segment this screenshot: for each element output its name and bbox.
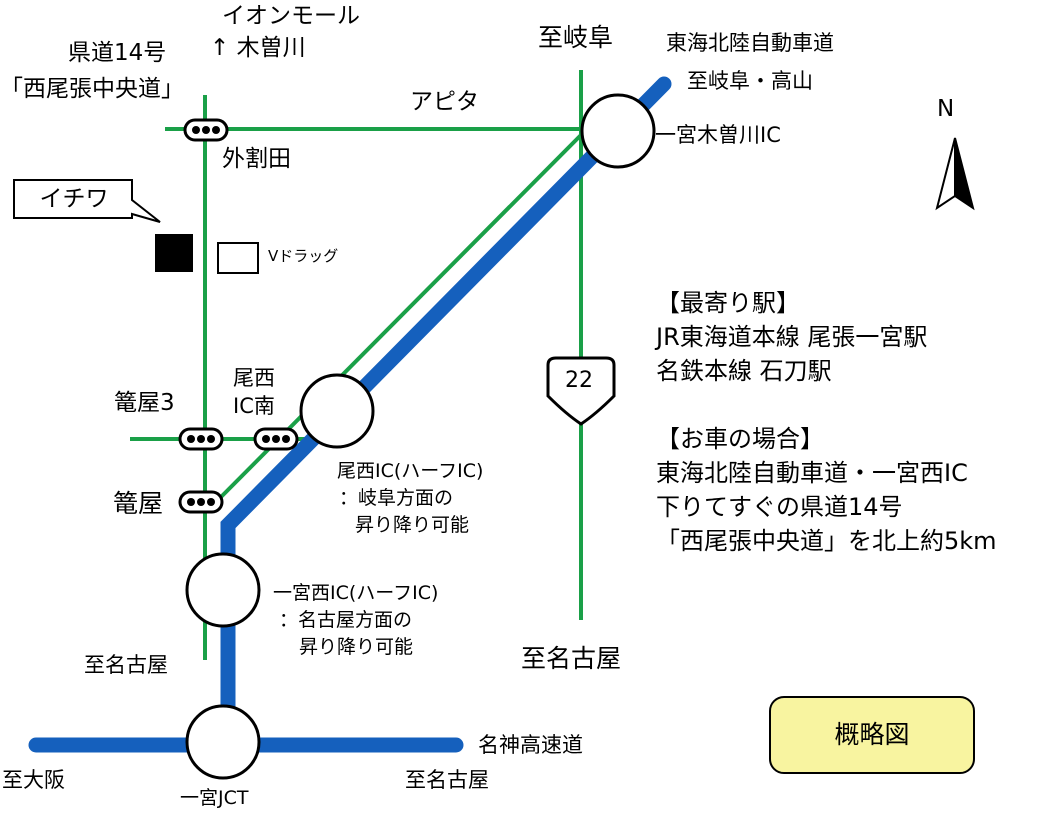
to-nagoya-left-label: 至名古屋 <box>84 653 168 677</box>
compass-label: N <box>937 96 955 122</box>
signal-kagoya <box>178 490 224 514</box>
v-drug-label: Vドラッグ <box>268 247 339 265</box>
aeon-kisogawa-label: ↑ 木曽川 <box>210 35 306 61</box>
to-gifu-label: 至岐阜 <box>538 23 614 52</box>
ichiwa-callout <box>13 179 161 223</box>
kagoya-label: 篭屋 <box>113 489 164 518</box>
route14-name-label: 「西尾張中央道」 <box>0 76 184 102</box>
car-line-2: 下りてすぐの県道14号 <box>656 493 903 521</box>
ichinomiya-nishi-note-line1: 一宮西IC(ハーフIC) <box>273 582 439 604</box>
to-osaka-label: 至大阪 <box>2 768 65 792</box>
route22-number: 22 <box>565 368 593 393</box>
v-drug-shop-marker <box>217 242 259 274</box>
ichinomiya-jct-label: 一宮JCT <box>180 787 249 809</box>
station-line-2: 名鉄本線 石刀駅 <box>656 357 832 385</box>
ichinomiya-nishi-ic-marker <box>185 552 261 628</box>
bisai-ic-note-line3: 昇り降り可能 <box>355 514 470 536</box>
kagoya3-label: 篭屋3 <box>114 390 175 416</box>
to-gifu-takayama-label: 至岐阜・高山 <box>687 69 813 93</box>
to-nagoya-right-label: 至名古屋 <box>521 644 622 673</box>
interchanges <box>185 93 656 780</box>
tokai-hokuriku-expressway <box>220 76 672 753</box>
info-spacer <box>656 388 997 422</box>
map-title: 概略図 <box>834 720 910 749</box>
route14-label: 県道14号 <box>68 40 167 66</box>
signal-bisai-ic-south <box>253 427 299 451</box>
ichiwa-shop-marker <box>155 234 193 272</box>
bisai-ic-note: 尾西IC(ハーフIC) ：岐阜方面の 昇り降り可能 <box>337 458 483 539</box>
ichinomiya-nishi-note-line2: ：名古屋方面の <box>279 609 413 631</box>
car-line-3: 「西尾張中央道」を北上約5km <box>656 527 997 555</box>
aeon-mall-label: イオンモール <box>222 3 360 29</box>
access-info: 【最寄り駅】 JR東海道本線 尾張一宮駅 名鉄本線 石刀駅 【お車の場合】 東海… <box>656 286 997 558</box>
car-heading: 【お車の場合】 <box>656 425 824 453</box>
traffic-signals <box>178 118 299 514</box>
ichinomiya-nishi-note-line3: 昇り降り可能 <box>299 636 414 658</box>
north-arrow-icon <box>935 137 975 211</box>
bisai-ic-marker <box>299 373 375 449</box>
car-line-1: 東海北陸自動車道・一宮西IC <box>656 459 968 487</box>
route22-shield <box>546 356 616 426</box>
station-heading: 【最寄り駅】 <box>656 289 800 317</box>
ichinomiya-kisogawa-ic-marker <box>580 93 656 169</box>
meishin-label: 名神高速道 <box>478 733 583 757</box>
signal-kagoya3 <box>178 427 224 451</box>
ichinomiya-jct-marker <box>185 704 261 780</box>
bisai-ic-south-label-1: 尾西 <box>233 366 275 390</box>
station-line-1: JR東海道本線 尾張一宮駅 <box>656 323 928 351</box>
bisai-ic-note-line1: 尾西IC(ハーフIC) <box>337 460 484 482</box>
ichinomiya-kisogawa-ic-label: 一宮木曽川IC <box>655 123 781 147</box>
signal-sotowarida <box>183 118 229 142</box>
bisai-ic-note-line2: ：岐阜方面の <box>339 487 454 509</box>
to-nagoya-bottom-label: 至名古屋 <box>405 768 489 792</box>
bisai-ic-south-label-2: IC南 <box>233 394 275 418</box>
apita-label: アピタ <box>410 89 479 115</box>
ichiwa-label: イチワ <box>39 186 109 212</box>
ichinomiya-nishi-ic-note: 一宮西IC(ハーフIC) ：名古屋方面の 昇り降り可能 <box>273 580 438 661</box>
sotowarida-label: 外割田 <box>222 146 291 172</box>
expressway-name-label: 東海北陸自動車道 <box>666 31 834 55</box>
legend-box <box>769 696 975 774</box>
